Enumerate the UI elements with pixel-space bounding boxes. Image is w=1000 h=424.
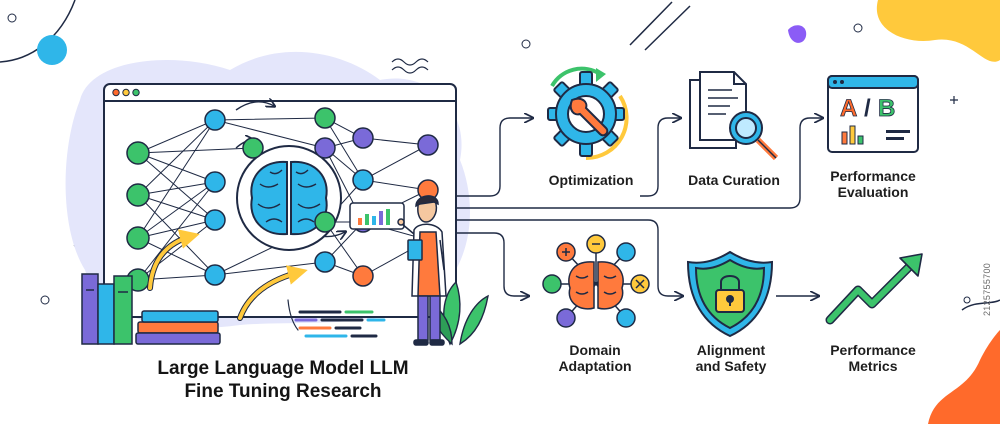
researcher-figure xyxy=(397,195,447,346)
ab-test-window-icon: A / B xyxy=(827,75,919,153)
node xyxy=(314,137,336,159)
label-optimization: Optimization xyxy=(548,172,634,188)
documents-magnifier-icon xyxy=(689,71,779,161)
node xyxy=(352,265,374,287)
node xyxy=(242,137,264,159)
node xyxy=(126,183,150,207)
ab-letter-a: A xyxy=(840,95,857,122)
connector-lines xyxy=(456,118,822,296)
label-performance-evaluation-line1: Performance xyxy=(830,168,916,184)
main-title-line2: Fine Tuning Research xyxy=(184,381,382,402)
node xyxy=(417,134,439,156)
mini-chart-card xyxy=(349,202,405,230)
node xyxy=(314,107,336,129)
node xyxy=(314,251,336,273)
label-alignment-safety-line1: Alignment xyxy=(696,342,766,358)
label-alignment-safety: Alignment and Safety xyxy=(676,342,786,374)
yellow-growth-arrows xyxy=(147,229,308,321)
label-performance-evaluation-line2: Evaluation xyxy=(837,184,909,200)
label-domain-adaptation-line2: Adaptation xyxy=(558,358,632,374)
node xyxy=(352,169,374,191)
label-performance-metrics-line1: Performance xyxy=(830,342,916,358)
books-icon xyxy=(81,273,221,345)
decor-top-right xyxy=(629,0,1000,104)
decor-bottom-right xyxy=(928,296,1000,424)
node xyxy=(204,109,226,131)
brain-icon xyxy=(236,145,342,251)
label-domain-adaptation-line1: Domain xyxy=(569,342,621,358)
ab-slash: / xyxy=(864,95,871,122)
label-performance-metrics: Performance Metrics xyxy=(814,342,932,374)
shield-lock-icon xyxy=(686,250,774,338)
node xyxy=(204,264,226,286)
code-lines xyxy=(287,299,386,338)
main-title-line1: Large Language Model LLM xyxy=(157,358,409,379)
node xyxy=(352,127,374,149)
label-performance-evaluation: Performance Evaluation xyxy=(814,168,932,200)
ab-letter-b: B xyxy=(878,95,895,122)
label-alignment-safety-line2: and Safety xyxy=(695,358,767,374)
label-data-curation: Data Curation xyxy=(688,172,780,188)
node xyxy=(314,211,336,233)
label-performance-metrics-line2: Metrics xyxy=(848,358,898,374)
gear-wrench-icon xyxy=(547,66,629,161)
node xyxy=(204,209,226,231)
decor-top-left xyxy=(0,0,76,65)
node xyxy=(126,141,150,165)
main-title: Large Language Model LLM Fine Tuning Res… xyxy=(118,357,448,403)
trend-arrow-icon xyxy=(825,253,923,325)
node xyxy=(204,171,226,193)
stock-id: 2125755700 xyxy=(982,262,992,316)
label-domain-adaptation: Domain Adaptation xyxy=(540,342,650,374)
brain-network-icon xyxy=(542,234,650,328)
node xyxy=(126,226,150,250)
